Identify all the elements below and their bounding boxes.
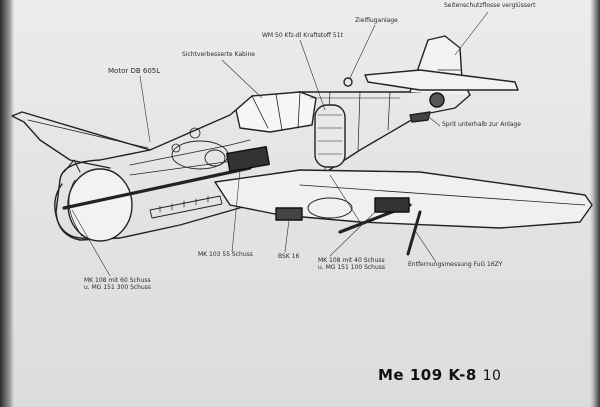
motor-cannon (62, 166, 252, 210)
label-mk108-motor-line1: MK 108 mit 60 Schuss (84, 277, 151, 284)
paper-edge-left (0, 0, 14, 407)
title-number: 10 (482, 368, 502, 384)
label-haube: Sichtverbesserte Kabine (182, 51, 255, 58)
fuel-tank (314, 104, 346, 168)
wheel-well (307, 197, 353, 219)
label-sprit: Sprit unterhalb zur Anlage (442, 121, 521, 128)
fuselage (55, 87, 471, 241)
label-mk108-fl-line2: u. MG 151 100 Schuss (318, 263, 386, 271)
label-bsk: BSK 16 (278, 253, 300, 260)
antenna-mast (406, 210, 422, 256)
leader-mk108-motor (71, 209, 111, 277)
gun-camera (275, 207, 303, 221)
leader-ziel (349, 24, 376, 79)
leader-sprit (424, 113, 441, 127)
canopy (235, 91, 317, 133)
diagram-title: Me 109 K-8 10 (378, 366, 501, 384)
label-ziel: Zielfluganlage (355, 17, 398, 24)
label-mk108-motor-line2: u. MG 151 300 Schuss (84, 283, 152, 291)
leader-mk103 (231, 169, 241, 253)
leader-motor (139, 75, 151, 143)
leader-heck (454, 11, 489, 56)
leader-bsk (284, 219, 290, 253)
leader-haube (221, 59, 263, 99)
leader-mk108-fl (329, 211, 376, 257)
label-mk108-fl: MK 108 mit 40 Schuss u. MG 151 100 Schus… (318, 257, 386, 272)
label-mk108-motor: MK 108 mit 60 Schuss u. MG 151 300 Schus… (84, 277, 152, 292)
label-mk103: MK 103 55 Schuss (198, 251, 253, 258)
spinner (54, 183, 89, 239)
leader-kraftstoff (299, 39, 326, 111)
stabilizer (364, 69, 519, 91)
label-mk108-fl-line1: MK 108 mit 40 Schuss (318, 257, 385, 264)
label-heck: Seitenschutzflosse verglüssert (444, 2, 536, 9)
label-kraftstoff: WM 50 Kfz-dl Kraftstoff 51t (262, 32, 343, 39)
label-funk: Entfernungsmessung FuG 16ZY (408, 261, 503, 268)
left-wing (11, 111, 151, 169)
paper-edge-right (590, 0, 600, 407)
leader-funk (415, 231, 437, 263)
label-motor: Motor DB 605L (108, 67, 161, 75)
title-main: Me 109 K-8 (378, 366, 477, 384)
